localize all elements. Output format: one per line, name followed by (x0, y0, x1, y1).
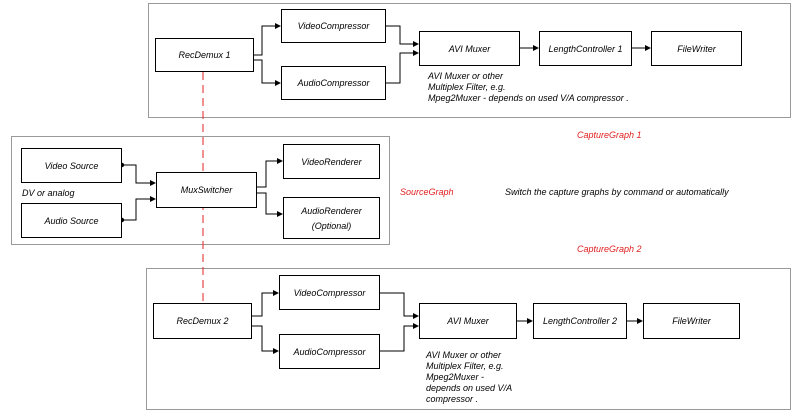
avi-muxer-2-note-line: depends on used V/A (426, 383, 513, 393)
audio-source-label: Audio Source (44, 215, 99, 226)
video-renderer-box[interactable]: VideoRenderer (283, 144, 380, 179)
audio-renderer-box[interactable]: AudioRenderer (Optional) (283, 197, 380, 239)
avi-muxer-2-box[interactable]: AVI Muxer (419, 303, 517, 339)
video-compressor-1-box[interactable]: VideoCompressor (281, 9, 386, 43)
switch-capture-graphs-note: Switch the capture graphs by command or … (505, 187, 729, 197)
dv-or-analog-note: DV or analog (22, 188, 75, 198)
source-graph-label: SourceGraph (400, 187, 454, 197)
avi-muxer-2-note-line: Mpeg2Muxer - (426, 372, 485, 382)
recdemux-2-box[interactable]: RecDemux 2 (153, 303, 252, 339)
audio-compressor-1-label: AudioCompressor (297, 78, 370, 88)
length-controller-1-label: LengthController 1 (548, 43, 623, 54)
audio-renderer-label: AudioRenderer (301, 205, 362, 216)
avi-muxer-1-label: AVI Muxer (448, 43, 491, 54)
avi-muxer-1-note-line: Multiplex Filter, e.g. (428, 82, 506, 92)
audio-compressor-2-label: AudioCompressor (293, 346, 366, 357)
avi-muxer-2-note-line: AVI Muxer or other (426, 350, 502, 360)
length-controller-2-label: LengthController 2 (542, 316, 618, 326)
avi-muxer-1-note-line: Mpeg2Muxer - depends on used V/A compres… (428, 93, 629, 103)
video-renderer-label: VideoRenderer (301, 156, 362, 167)
audio-source-box[interactable]: Audio Source (21, 203, 122, 238)
recdemux-1-box[interactable]: RecDemux 1 (155, 38, 254, 72)
video-compressor-2-box[interactable]: VideoCompressor (279, 275, 380, 310)
audio-compressor-2-box[interactable]: AudioCompressor (279, 334, 380, 369)
avi-muxer-2-note: AVI Muxer or other Multiplex Filter, e.g… (426, 350, 512, 405)
avi-muxer-2-label: AVI Muxer (447, 316, 489, 326)
length-controller-2-box[interactable]: LengthController 2 (533, 303, 627, 339)
length-controller-1-box[interactable]: LengthController 1 (539, 31, 632, 66)
avi-muxer-2-note-line: Multiplex Filter, e.g. (426, 361, 504, 371)
recdemux-2-label: RecDemux 2 (176, 316, 229, 326)
capture-graph-1-label: CaptureGraph 1 (577, 130, 642, 140)
avi-muxer-1-box[interactable]: AVI Muxer (419, 31, 520, 66)
video-source-box[interactable]: Video Source (21, 148, 122, 183)
file-writer-1-box[interactable]: FileWriter (651, 31, 742, 66)
mux-switcher-box[interactable]: MuxSwitcher (156, 172, 257, 208)
recdemux-1-label: RecDemux 1 (178, 50, 231, 60)
mux-switcher-label: MuxSwitcher (180, 185, 233, 195)
audio-compressor-1-box[interactable]: AudioCompressor (281, 66, 386, 100)
avi-muxer-1-note-line: AVI Muxer or other (428, 71, 504, 81)
capture-graph-2-label: CaptureGraph 2 (577, 244, 642, 254)
video-compressor-2-label: VideoCompressor (293, 287, 366, 298)
avi-muxer-2-note-line: compressor . (426, 394, 479, 404)
audio-renderer-optional-note: (Optional) (311, 220, 352, 231)
video-compressor-1-label: VideoCompressor (297, 21, 370, 31)
video-source-label: Video Source (44, 160, 99, 171)
file-writer-2-label: FileWriter (672, 316, 711, 326)
file-writer-1-label: FileWriter (677, 43, 716, 54)
file-writer-2-box[interactable]: FileWriter (643, 303, 740, 339)
avi-muxer-1-note: AVI Muxer or other Multiplex Filter, e.g… (428, 71, 629, 104)
